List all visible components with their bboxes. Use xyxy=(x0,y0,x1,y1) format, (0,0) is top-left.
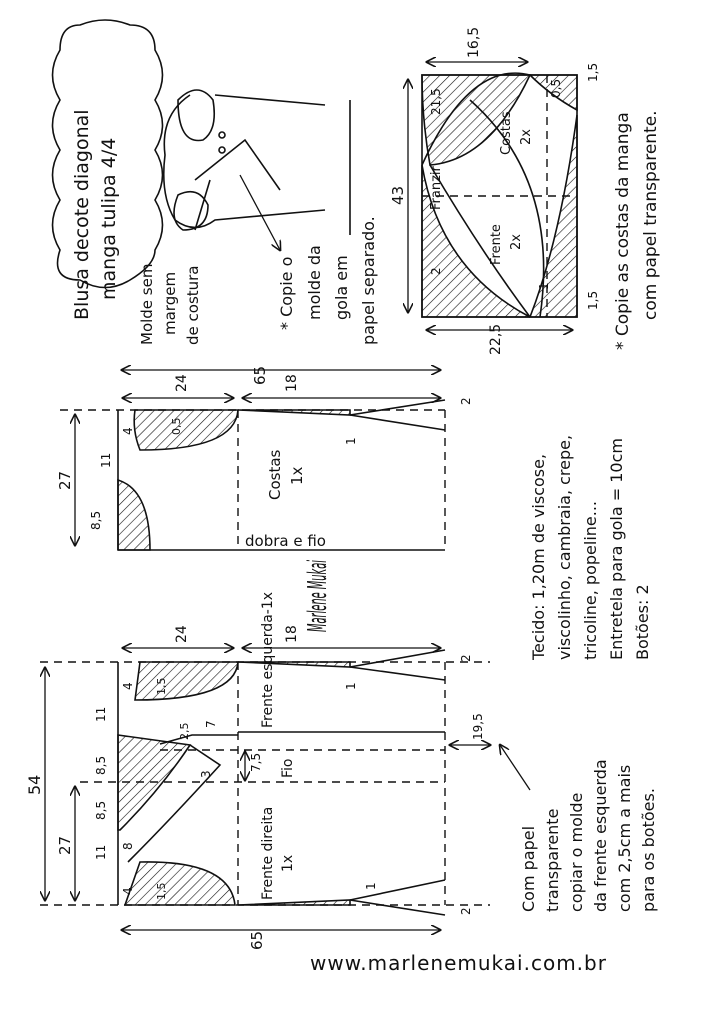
note-front-line: transparente xyxy=(543,809,562,912)
note-sleeve-line: * Copie as costas da manga xyxy=(613,112,633,350)
front-button-extension: 19,5 xyxy=(471,713,485,740)
front-left-label: Frente esquerda-1x xyxy=(260,592,276,728)
title-line-2: manga tulipa 4/4 xyxy=(98,138,120,300)
back-offset: 0,5 xyxy=(170,418,183,436)
back-width: 65 xyxy=(251,366,269,385)
back-armhole: 11 xyxy=(99,453,113,468)
sleeve-dim-b: 0,5 xyxy=(549,79,563,98)
front-right-label: Frente direita xyxy=(260,807,276,900)
sleeve-back-count: 2x xyxy=(519,129,534,145)
back-hem-rise: 2 xyxy=(459,397,473,405)
front-hem-rise-b: 2 xyxy=(459,907,473,915)
note-front-line: com 2,5cm a mais xyxy=(615,765,634,912)
front-depth-a: 8,5 xyxy=(94,756,108,775)
back-neck-width: 4 xyxy=(121,427,135,435)
note-sleeve-line: com papel transparente. xyxy=(641,110,661,320)
front-collar-height: 7,5 xyxy=(249,753,263,772)
front-neck-a: 4 xyxy=(121,682,135,690)
title-line-1: Blusa decote diagonal xyxy=(71,109,93,320)
front-right-count: 1x xyxy=(280,855,296,872)
front-shoulder: 24 xyxy=(174,625,190,643)
back-side: 18 xyxy=(284,374,300,392)
sleeve-pattern: 43 16,5 22,5 21,5 0,5 1,5 1,5 2 1 Franzi… xyxy=(389,27,600,355)
front-side: 18 xyxy=(284,625,300,643)
sleeve-dim-c: 1,5 xyxy=(586,63,600,82)
sleeve-front-label: Frente xyxy=(489,224,504,265)
sleeve-dim-d: 1,5 xyxy=(586,291,600,310)
materials-line: Tecido: 1,20m de viscose, xyxy=(529,454,548,661)
note-collar-line: * Copie o xyxy=(277,257,296,330)
front-curve-b: 1,5 xyxy=(155,883,168,901)
back-label: Costas xyxy=(266,449,284,500)
front-collar-3: 3 xyxy=(199,770,213,778)
back-hem-mark: 1 xyxy=(344,437,358,445)
front-half-height: 27 xyxy=(56,836,74,855)
front-pattern-piece: 24 18 54 27 11 8,5 8,5 11 4 4 1,5 1,5 2 … xyxy=(25,592,490,950)
materials-line: tricoline, popeline... xyxy=(581,501,600,660)
materials-note: Tecido: 1,20m de viscose, viscolinho, ca… xyxy=(529,435,652,661)
front-armhole-a: 11 xyxy=(94,707,108,722)
note-seam-line: Molde sem xyxy=(138,264,156,345)
front-hem-rise-a: 2 xyxy=(459,654,473,662)
note-seam-line: de costura xyxy=(184,265,202,345)
front-depth-b: 8,5 xyxy=(94,801,108,820)
note-front-line: da frente esquerda xyxy=(591,759,610,912)
sleeve-dim-a: 21,5 xyxy=(429,88,443,115)
collar-note: * Copie o molde da gola em papel separad… xyxy=(277,216,378,345)
note-seam-line: margem xyxy=(161,272,179,335)
front-armhole-b: 11 xyxy=(94,845,108,860)
materials-line: Botões: 2 xyxy=(633,584,652,660)
back-fold-label: dobra e fio xyxy=(245,532,326,550)
sleeve-top: 16,5 xyxy=(466,27,482,58)
sleeve-gather-label: Franzir xyxy=(429,165,444,210)
materials-line: viscolinho, cambraia, crepe, xyxy=(555,435,574,660)
sleeve-front-count: 2x xyxy=(509,234,524,250)
signature: Marlene Mukai xyxy=(303,560,333,632)
note-front-line: copiar o molde xyxy=(567,793,586,912)
back-pattern-piece: 65 24 18 27 8,5 11 4 0,5 2 1 Costas 1x d… xyxy=(56,366,473,551)
sleeve-length: 43 xyxy=(389,186,407,205)
front-curve-a: 1,5 xyxy=(155,678,168,696)
sleeve-bottom: 22,5 xyxy=(488,324,504,355)
seam-allowance-note: Molde sem margem de costura xyxy=(138,264,202,345)
front-neck-b: 4 xyxy=(121,887,135,895)
front-hem-mark-b: 1 xyxy=(364,882,378,890)
website-link[interactable]: www.marlenemukai.com.br xyxy=(310,951,607,975)
front-collar-r: 2,5 xyxy=(178,723,191,741)
back-neck-depth: 8,5 xyxy=(89,511,103,530)
sleeve-back-label: Costas xyxy=(499,111,514,155)
note-front-line: para os botões. xyxy=(639,788,658,912)
front-collar-8: 8 xyxy=(121,842,135,850)
front-collar-width: 7 xyxy=(204,720,218,728)
front-grain-label: Fio xyxy=(280,759,296,779)
back-shoulder: 24 xyxy=(174,374,190,392)
note-front-line: Com papel xyxy=(519,826,538,912)
front-width: 65 xyxy=(248,931,266,950)
note-collar-line: papel separado. xyxy=(359,216,378,345)
sleeve-dim-f: 1 xyxy=(537,282,551,290)
back-height: 27 xyxy=(56,471,74,490)
front-hem-mark-a: 1 xyxy=(344,682,358,690)
back-count: 1x xyxy=(288,466,306,485)
note-collar-line: molde da xyxy=(305,245,324,320)
sleeve-dim-e: 2 xyxy=(429,267,443,275)
materials-line: Entretela para gola = 10cm xyxy=(607,438,626,660)
front-total-height: 54 xyxy=(25,775,44,795)
sleeve-note: * Copie as costas da manga com papel tra… xyxy=(613,110,661,350)
title-box: Blusa decote diagonal manga tulipa 4/4 xyxy=(51,19,164,320)
front-copy-note: Com papel transparente copiar o molde da… xyxy=(500,745,658,912)
note-collar-line: gola em xyxy=(332,255,351,320)
blouse-sketch xyxy=(162,89,351,250)
